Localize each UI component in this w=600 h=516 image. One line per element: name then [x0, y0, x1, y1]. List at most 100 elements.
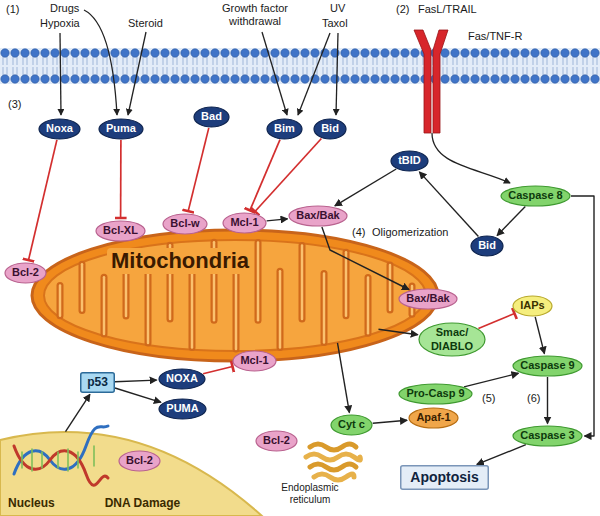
organelle-label: Endoplasmic reticulum: [262, 482, 358, 506]
bcl2-family-oval: Mcl-1: [232, 350, 277, 372]
node-label: Bad: [201, 110, 222, 123]
bcl2-family-oval: Bcl-2: [118, 450, 161, 472]
inhibition-line: [120, 140, 122, 218]
receptor-label: Fas/TNF-R: [468, 30, 522, 43]
caspase-oval: Caspase 3: [512, 425, 583, 447]
activation-arrow: [267, 219, 288, 221]
bcl2-family-oval: Bax/Bak: [398, 288, 458, 310]
inhibition-line: [255, 139, 321, 212]
bcl2-family-oval: Bax/Bak: [288, 205, 348, 227]
node-label: Caspase 9: [520, 359, 574, 372]
node-label: Mcl-1: [240, 354, 268, 367]
activation-arrow: [497, 207, 525, 236]
protein-oval: PUMA: [158, 398, 207, 420]
node-label: Bcl-2: [12, 266, 39, 279]
caspase-oval: Caspase 8: [500, 185, 571, 207]
callout-number: (5): [482, 392, 495, 405]
cytochrome-oval: Cyt c: [330, 414, 373, 436]
node-label: Bid: [478, 239, 496, 252]
cell-membrane: [0, 48, 600, 84]
node-label: Bcl-w: [170, 217, 199, 230]
activation-arrow: [535, 317, 544, 354]
node-label: Bcl-2: [263, 434, 290, 447]
node-label: Caspase 8: [508, 189, 562, 202]
node-label: Bcl-2: [126, 454, 153, 467]
activation-arrow: [464, 373, 518, 387]
node-label: NOXA: [166, 372, 198, 385]
node-label: Pro-Casp 9: [406, 387, 464, 400]
inhibition-line: [188, 128, 209, 211]
node-label: tBID: [398, 154, 421, 167]
protein-oval: Bad: [193, 106, 230, 128]
activation-arrow: [115, 380, 157, 382]
stimulus-label: Drugs: [50, 2, 79, 15]
bcl2-family-oval: Mcl-1: [222, 212, 267, 234]
callout-number: (2): [396, 3, 409, 16]
node-label: Bax/Bak: [406, 292, 449, 305]
node-label: PUMA: [166, 402, 198, 415]
activation-arrow: [115, 388, 161, 402]
bcl2-family-oval: Bcl-2: [255, 430, 298, 452]
callout-number: (1): [6, 3, 19, 16]
bcl2-family-oval: Bcl-XL: [95, 220, 146, 242]
mitochondrion: Mitochondria: [30, 228, 440, 363]
node-label: Noxa: [46, 122, 73, 135]
node-label: IAPs: [520, 299, 544, 312]
activation-arrow: [571, 196, 594, 436]
protein-oval: tBID: [390, 150, 429, 172]
node-label: Puma: [106, 122, 136, 135]
endoplasmic-reticulum: [306, 444, 360, 480]
activation-arrow: [338, 343, 350, 413]
callout-number: (4): [352, 226, 365, 239]
node-label: Smac/ DIABLO: [426, 326, 478, 352]
process-label: Oligomerization: [372, 226, 448, 239]
node-label: Cyt c: [338, 418, 365, 431]
activation-arrow: [335, 169, 396, 206]
activation-arrow: [477, 445, 526, 465]
node-label: Apaf-1: [416, 411, 450, 424]
protein-oval: Smac/ DIABLO: [418, 322, 486, 357]
procaspase-oval: Pro-Casp 9: [398, 383, 473, 405]
node-label: Apoptosis: [410, 469, 478, 486]
protein-oval: Bid: [313, 118, 347, 140]
node-label: Bcl-XL: [103, 224, 138, 237]
protein-oval: Puma: [98, 118, 144, 140]
protein-oval: Bid: [470, 235, 504, 257]
gene-box: p53: [80, 372, 115, 393]
node-label: Bim: [274, 122, 295, 135]
death-receptor: [414, 30, 448, 133]
outcome-box: Apoptosis: [400, 465, 489, 490]
activation-arrow: [66, 394, 90, 431]
node-title: Nucleus: [8, 496, 55, 510]
activation-arrow: [547, 377, 548, 424]
node-label: Bid: [321, 122, 339, 135]
stimulus-label: Hypoxia: [40, 17, 80, 30]
ligand-label: FasL/TRAIL: [418, 3, 477, 16]
inhibition-line: [478, 314, 514, 329]
node-subtitle: DNA Damage: [105, 496, 181, 510]
protein-oval: Noxa: [38, 118, 81, 140]
node-label: p53: [87, 375, 108, 389]
caspase-oval: Caspase 9: [512, 355, 583, 377]
stimulus-arrows: [60, 10, 510, 183]
stimulus-label: UV: [330, 2, 345, 15]
protein-oval: Apaf-1: [408, 407, 459, 429]
node-label: Caspase 3: [520, 429, 574, 442]
protein-oval: Bim: [266, 118, 303, 140]
callout-number: (6): [527, 392, 540, 405]
node-label: Mcl-1: [230, 216, 258, 229]
inhibition-line: [29, 140, 57, 260]
bcl2-family-oval: Bcl-w: [162, 213, 208, 235]
node-title: Mitochondria: [107, 248, 253, 274]
activation-arrow: [373, 420, 407, 423]
node-label: Bax/Bak: [296, 209, 339, 222]
stimulus-label: Growth factor withdrawal: [195, 2, 315, 28]
inhibition-line: [203, 367, 232, 374]
stimulus-label: Taxol: [322, 17, 348, 30]
stimulus-label: Steroid: [128, 17, 163, 30]
bcl2-family-oval: Bcl-2: [4, 262, 47, 284]
protein-oval: NOXA: [158, 368, 206, 390]
